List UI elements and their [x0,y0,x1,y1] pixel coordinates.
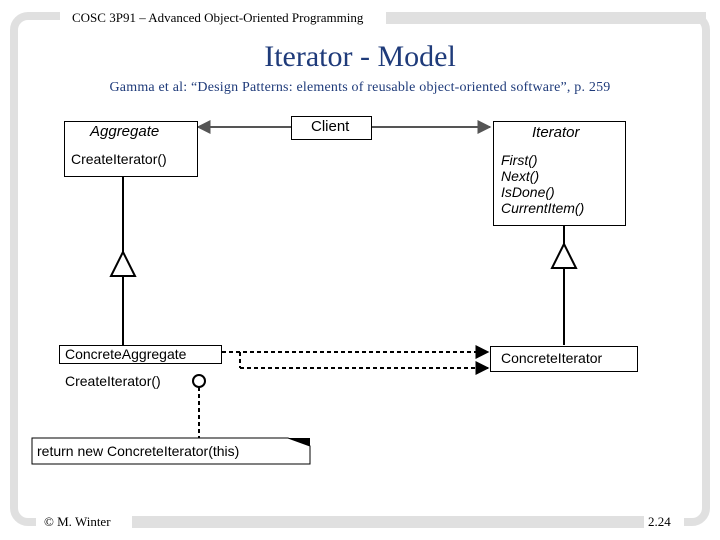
concrete-aggregate-method: CreateIterator() [65,373,161,389]
iterator-method-first: First() [501,152,538,168]
page-number: 2.24 [648,514,671,529]
note-anchor-circle [192,374,206,388]
client-class-box [291,116,372,140]
note-box-shape [31,437,311,465]
aggregate-method: CreateIterator() [71,151,167,167]
iterator-method-currentitem: CurrentItem() [501,200,585,216]
footer-author: © M. Winter [44,514,111,529]
iterator-class-name: Iterator [532,124,580,141]
aggregate-inheritance-triangle [109,249,137,277]
aggregate-class-name: Aggregate [90,123,160,140]
note-text: return new ConcreteIterator(this) [37,443,240,459]
iterator-method-next: Next() [501,168,540,184]
iterator-methods-box [493,141,626,226]
aggregate-methods-box [64,139,198,177]
iterator-inheritance-triangle [550,241,578,269]
course-header: COSC 3P91 – Advanced Object-Oriented Pro… [72,10,364,25]
concrete-aggregate-class-name: ConcreteAggregate [65,346,187,362]
client-class-name: Client [311,118,350,135]
slide-subtitle: Gamma et al: “Design Patterns: elements … [109,80,611,95]
concrete-iterator-class-name: ConcreteIterator [501,350,603,366]
concrete-iterator-class-box [490,346,638,372]
iterator-method-isdone: IsDone() [501,184,555,200]
concrete-aggregate-class-box [59,345,222,364]
slide-title: Iterator - Model [264,40,456,73]
